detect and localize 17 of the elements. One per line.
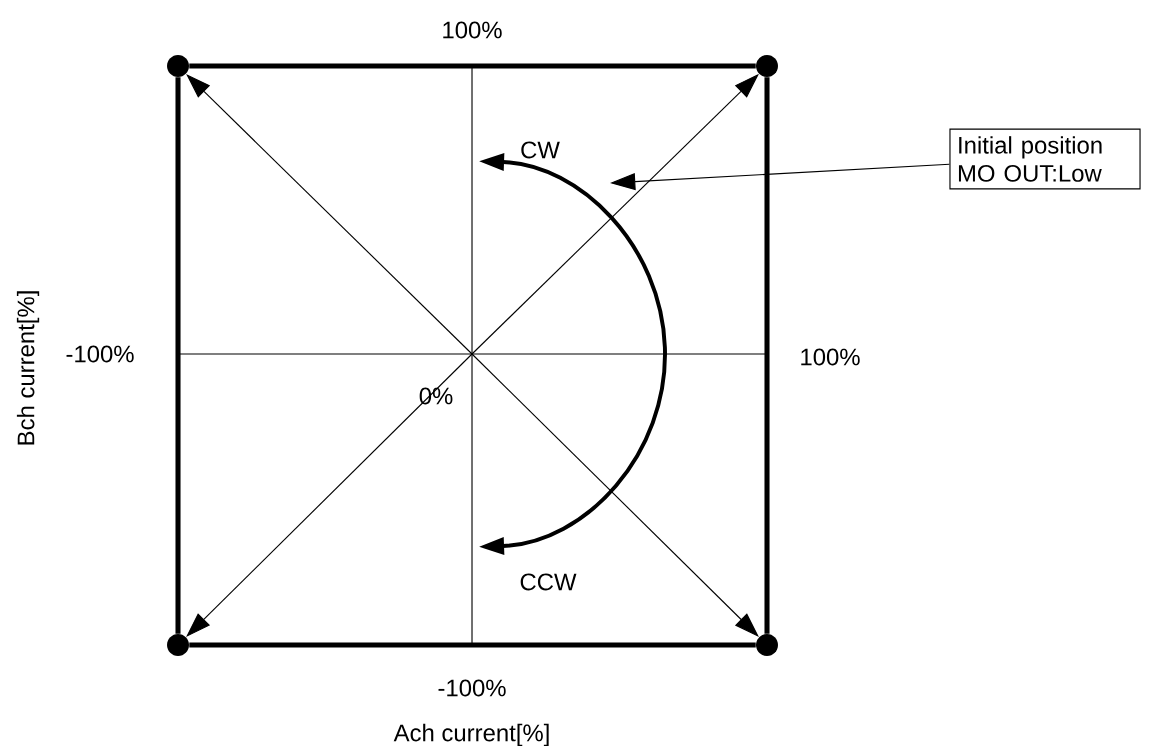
square-side <box>764 77 770 634</box>
direction-label: CW <box>521 141 560 159</box>
axis-label: -100% <box>438 679 506 697</box>
corner-dot <box>167 634 189 656</box>
axis-label: 100% <box>443 21 502 39</box>
axis-label: 100% <box>801 348 860 366</box>
callout-box: Initial position MO OUT:Low <box>949 128 1141 190</box>
corner-dot <box>756 55 778 77</box>
square-side <box>189 642 756 648</box>
corner-dot <box>167 55 189 77</box>
axis-label: -100% <box>66 345 134 363</box>
corner-dot <box>756 634 778 656</box>
direction-label: CCW <box>520 573 577 591</box>
square-side <box>175 77 181 634</box>
square-side <box>189 63 756 69</box>
axis-title: Ach current[%] <box>393 723 549 747</box>
axis-title: Bch current[%] <box>16 291 40 445</box>
